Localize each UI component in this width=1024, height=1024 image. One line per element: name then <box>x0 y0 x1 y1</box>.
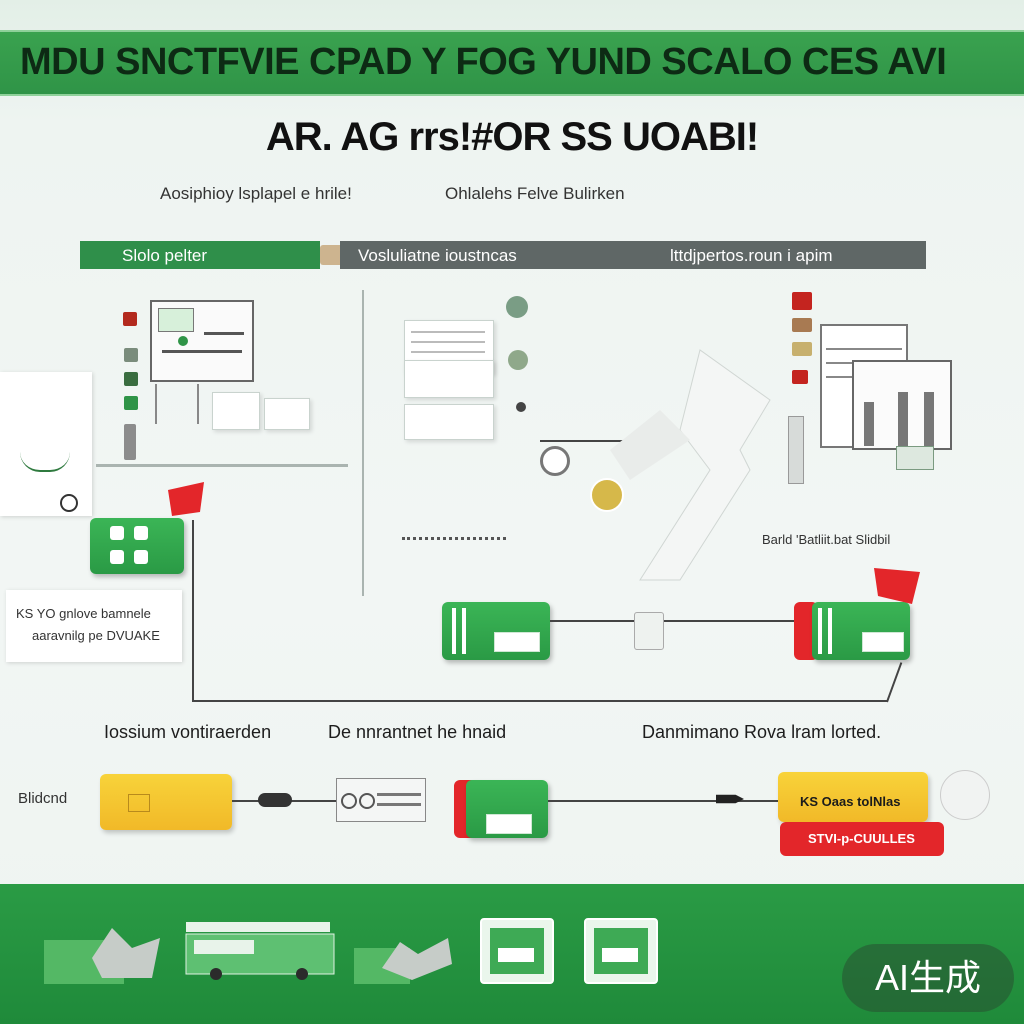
side-note-line-2: aaravnilg pe DVUAKE <box>32 628 160 643</box>
dish-icon <box>940 770 990 820</box>
red-flag-icon-2 <box>874 568 920 604</box>
car-icon <box>20 448 70 472</box>
section-bar-middle-label-a: Vosluliatne ioustncas <box>358 246 517 265</box>
header-title: MDU SNCTFVIE CPAD Y FOG YUND SCALO CES A… <box>20 41 947 83</box>
bottle-icon <box>124 396 138 410</box>
caption-right: Ohlalehs Felve Bulirken <box>445 184 625 203</box>
page-subtitle: AR. AG rrs!#OR SS UOABI! <box>265 115 759 159</box>
mountain-shape <box>610 349 771 581</box>
caption-left: Aosiphioy lsplapel e hrile! <box>160 184 352 203</box>
arrow-head-icon <box>716 794 744 804</box>
side-note-line-1: KS YO gnlove bamnele <box>16 606 151 621</box>
process-card-1 <box>442 602 550 660</box>
machine-frame <box>155 384 199 424</box>
connector-vertical <box>192 520 194 700</box>
coin-icon <box>508 350 528 370</box>
process-card-2 <box>812 602 910 660</box>
divider-vertical <box>362 290 364 596</box>
flow-line-2 <box>548 800 780 802</box>
column-icon <box>788 416 804 484</box>
control-card <box>90 518 184 574</box>
ai-badge: AI生成 <box>842 944 1014 1012</box>
truck-icon <box>185 922 335 980</box>
flag-icon <box>123 312 137 326</box>
package-icon <box>792 342 812 356</box>
pulley-icon <box>540 446 570 476</box>
reader-device <box>336 778 426 822</box>
side-note: KS YO gnlove bamnele aaravnilg pe DVUAKE <box>6 590 182 662</box>
section-bar-middle: Vosluliatne ioustncas lttdjpertos.roun i… <box>340 241 926 269</box>
doc-sheet-1 <box>212 392 260 430</box>
section-bar-middle-label-b: lttdjpertos.roun i apim <box>670 246 833 265</box>
doc-stack-3 <box>404 404 494 440</box>
wheel-icon <box>60 494 78 512</box>
stage-card <box>466 780 548 838</box>
doc-sheet-2 <box>264 398 310 430</box>
bottom-label-1: Iossium vontiraerden <box>104 722 272 742</box>
connector-plug-icon <box>258 793 292 807</box>
box-icon <box>480 918 554 984</box>
globe-icon <box>506 296 528 318</box>
bottom-label-2: De nnrantnet he hnaid <box>328 722 507 742</box>
side-panel <box>0 372 92 516</box>
bottom-left-label: Blidcnd <box>18 790 68 807</box>
doc-stack-2 <box>404 360 494 398</box>
process-line-1 <box>550 620 794 622</box>
connector-horizontal <box>192 700 888 702</box>
output-red-label: STVI-p-CUULLES <box>808 831 915 846</box>
pillar-icon <box>124 424 136 460</box>
map-icon <box>896 446 934 470</box>
horse-cart-icon <box>44 928 160 984</box>
machine-diagram <box>150 300 254 382</box>
printer-icon <box>634 612 664 650</box>
output-card-yellow: KS Oaas tolNlas <box>778 772 928 822</box>
output-card-red: STVI-p-CUULLES <box>780 822 944 856</box>
header-bar <box>0 30 1024 96</box>
alert-icon <box>792 292 812 310</box>
dot-icon <box>516 402 526 412</box>
crate-icon <box>584 918 658 984</box>
connector-diagonal <box>886 662 903 703</box>
horse-icon <box>354 938 452 984</box>
tool-icon <box>124 348 138 362</box>
section-bar-left: Slolo pelter <box>80 241 358 269</box>
shelf-line <box>96 464 348 467</box>
warning-icon <box>792 370 808 384</box>
leaf-icon <box>124 372 138 386</box>
input-card <box>100 774 232 830</box>
conveyor-line <box>540 440 670 442</box>
red-flag-icon <box>168 482 204 516</box>
output-yellow-label: KS Oaas tolNlas <box>800 794 901 809</box>
dotted-line <box>402 537 506 540</box>
tower-drawing <box>852 360 952 450</box>
section-bar-left-label: Slolo pelter <box>122 246 208 265</box>
crate-icon <box>792 318 812 332</box>
gold-coin-icon <box>590 478 624 512</box>
mid-right-label: Barld 'Batliit.bat Slidbil <box>762 532 891 547</box>
bottom-label-3: Danmimano Rova lram lorted. <box>642 722 882 742</box>
